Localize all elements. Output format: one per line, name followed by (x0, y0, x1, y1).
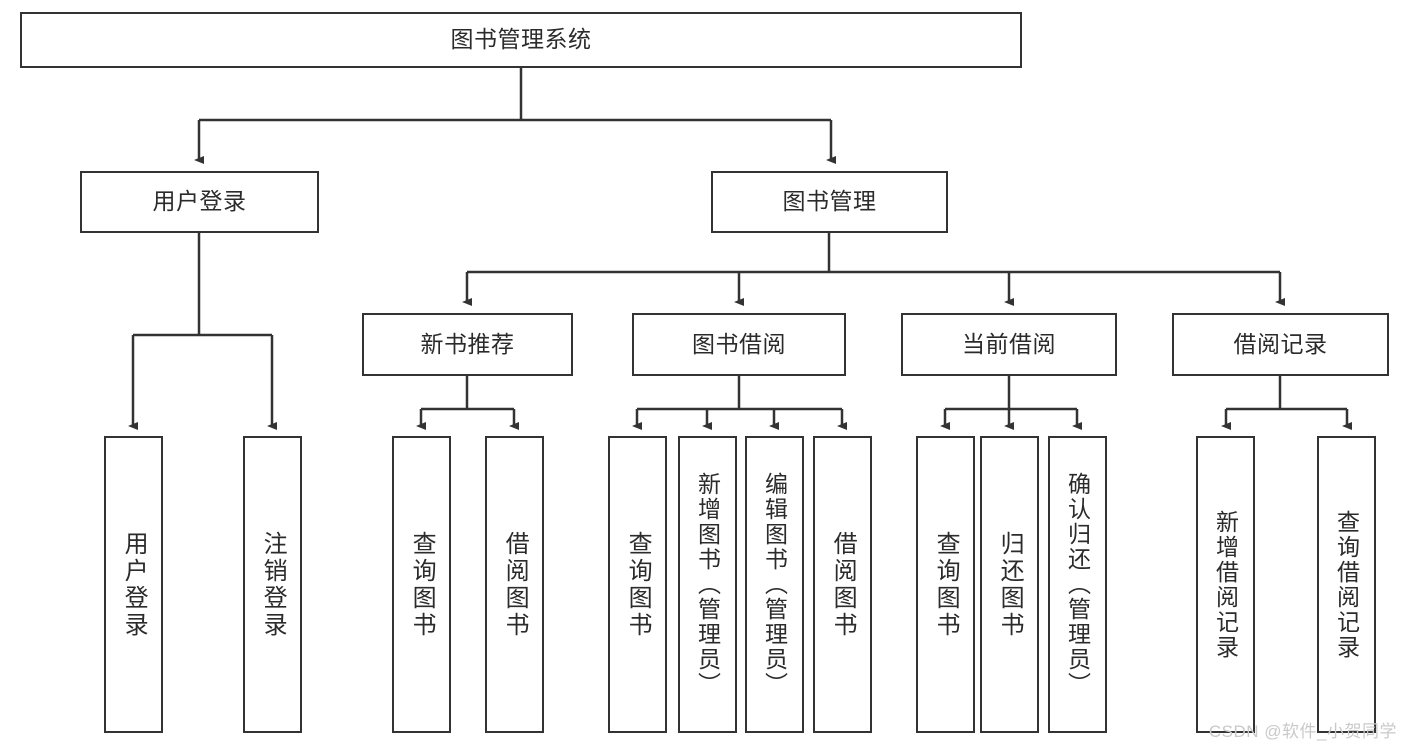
node-label: 查询借阅记录 (1333, 509, 1360, 660)
node-label: 图书管理系统 (450, 26, 592, 53)
node-label: 新书推荐 (420, 330, 515, 357)
node-leaf-query-book-recommend[interactable]: 查询图书 (392, 436, 451, 733)
edge-newbook-to-leaves (416, 376, 519, 430)
edge-bookborrow-to-leaves (632, 376, 847, 430)
node-label: 查询图书 (624, 530, 652, 639)
edge-currentborrow-to-leaves (940, 376, 1082, 430)
node-leaf-user-login[interactable]: 用户登录 (104, 436, 163, 733)
node-label: 图书借阅 (692, 330, 786, 357)
node-new-book-recommend[interactable]: 新书推荐 (362, 313, 573, 376)
node-label: 用户登录 (120, 530, 148, 639)
node-leaf-logout[interactable]: 注销登录 (243, 436, 302, 733)
node-label: 图书管理 (782, 188, 877, 215)
node-label: 借阅图书 (501, 530, 529, 639)
node-borrow-record[interactable]: 借阅记录 (1172, 313, 1389, 376)
node-leaf-add-book-admin[interactable]: 新增图书（管理员） (678, 436, 737, 733)
edge-bookmgmt-to-level2 (462, 233, 1285, 306)
node-label: 归还图书 (996, 530, 1024, 639)
node-leaf-add-borrow-record[interactable]: 新增借阅记录 (1196, 436, 1255, 733)
node-leaf-query-book-borrow[interactable]: 查询图书 (608, 436, 667, 733)
node-label: 查询图书 (932, 530, 960, 639)
node-label: 借阅记录 (1233, 330, 1328, 357)
node-label: 新增图书（管理员） (694, 472, 721, 697)
node-book-borrow[interactable]: 图书借阅 (632, 313, 846, 376)
node-label: 编辑图书（管理员） (761, 472, 788, 697)
edge-userlogin-to-leaves (128, 233, 277, 430)
node-label: 当前借阅 (962, 330, 1056, 357)
node-leaf-query-borrow-record[interactable]: 查询借阅记录 (1317, 436, 1376, 733)
node-label: 新增借阅记录 (1212, 509, 1239, 660)
node-current-borrow[interactable]: 当前借阅 (901, 313, 1117, 376)
edge-root-to-level1 (194, 68, 836, 164)
node-leaf-borrow-book[interactable]: 借阅图书 (813, 436, 872, 733)
node-label: 用户登录 (152, 188, 247, 215)
node-label: 注销登录 (259, 530, 287, 639)
node-label: 借阅图书 (829, 530, 857, 639)
node-label: 确认归还（管理员） (1064, 472, 1091, 697)
node-leaf-query-book-current[interactable]: 查询图书 (916, 436, 975, 733)
node-leaf-edit-book-admin[interactable]: 编辑图书（管理员） (745, 436, 804, 733)
node-book-management[interactable]: 图书管理 (711, 171, 948, 233)
node-label: 查询图书 (408, 530, 436, 639)
csdn-watermark: CSDN @软件_小贺同学 (1208, 722, 1397, 741)
node-leaf-return-book[interactable]: 归还图书 (980, 436, 1039, 733)
node-leaf-borrow-book-recommend[interactable]: 借阅图书 (485, 436, 544, 733)
edge-borrowrecord-to-leaves (1221, 376, 1352, 430)
node-root-book-management-system[interactable]: 图书管理系统 (20, 12, 1022, 68)
node-user-login[interactable]: 用户登录 (80, 171, 319, 233)
node-leaf-confirm-return-admin[interactable]: 确认归还（管理员） (1048, 436, 1107, 733)
